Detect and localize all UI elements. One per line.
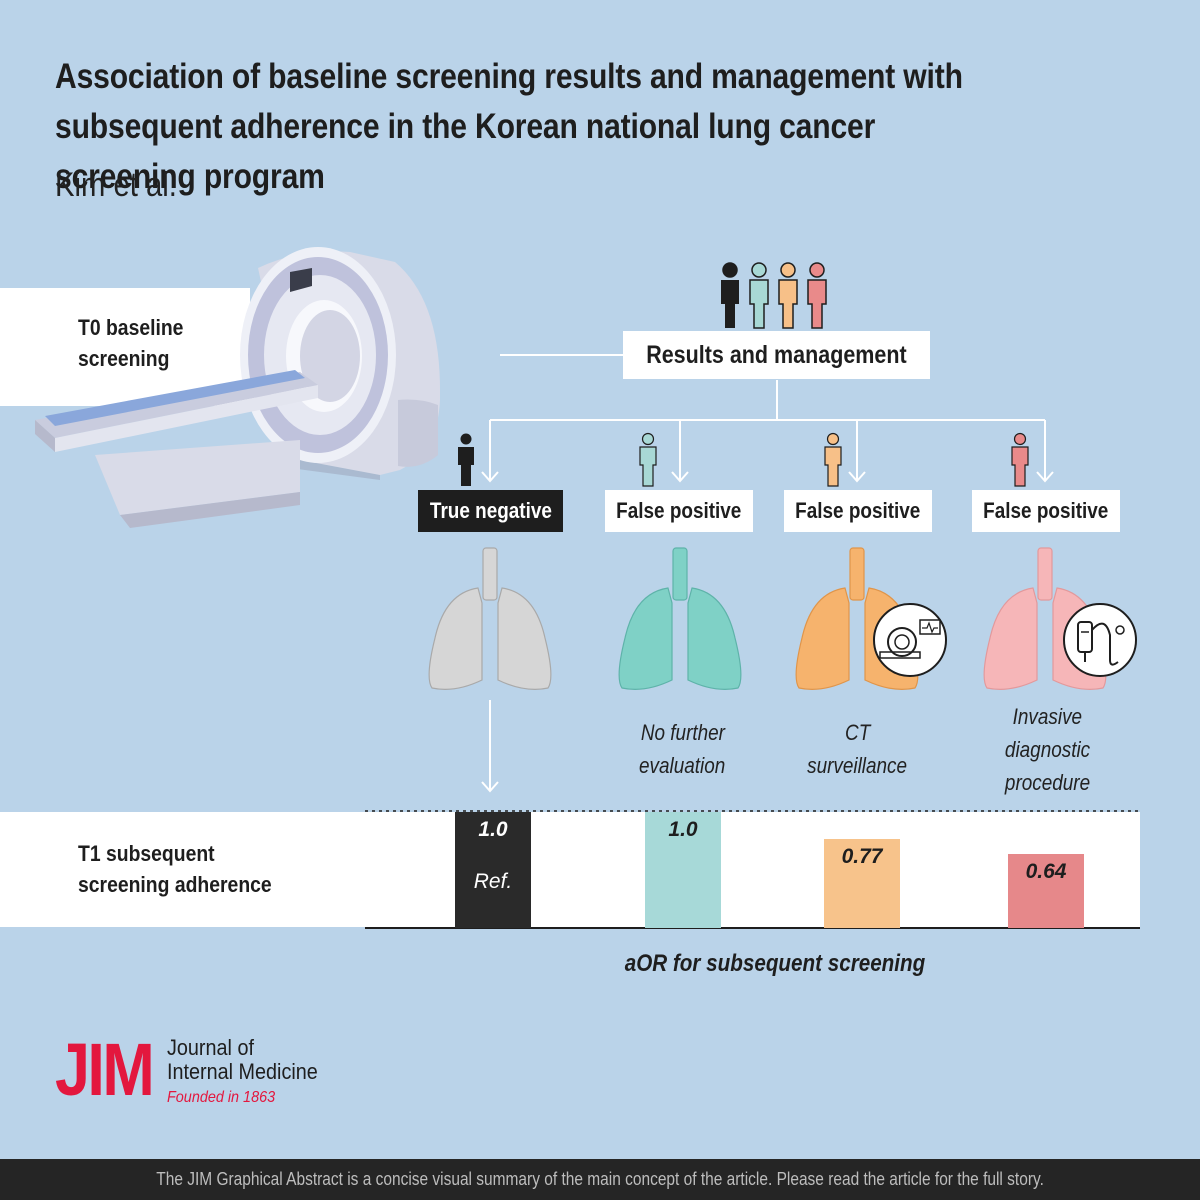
caption-line: No further (640, 720, 725, 745)
caption-line: CT (844, 720, 871, 745)
results-box: Results and management (623, 331, 930, 379)
aor-value-label: 0.64 (1025, 860, 1067, 883)
group-label: False positive (795, 498, 921, 523)
reference-note: Ref. (473, 870, 513, 893)
baseline-label-line-2: screening (78, 346, 170, 371)
group-label: True negative (429, 498, 552, 523)
group-box-no-further-evaluation: False positive (605, 490, 753, 532)
people-group-icon (721, 262, 827, 329)
journal-name: Journal of Internal Medicine (167, 1036, 318, 1084)
caption-no-further-evaluation: No further evaluation (600, 716, 765, 782)
authors: Kim et al. (55, 166, 177, 204)
aor-bar: 0.64 (1008, 854, 1084, 928)
caption-line: evaluation (639, 753, 726, 778)
person-icon-no-further-evaluation (639, 432, 657, 487)
group-box-invasive-procedure: False positive (972, 490, 1120, 532)
adherence-label: T1 subsequent screening adherence (78, 838, 272, 900)
adherence-band (0, 812, 1140, 927)
journal-name-line-2: Internal Medicine (167, 1059, 318, 1084)
group-box-true-negative: True negative (418, 490, 563, 532)
founded-note: Founded in 1863 (167, 1089, 276, 1106)
caption-ct-surveillance: CT surveillance (775, 716, 940, 782)
baseline-label: T0 baseline screening (78, 312, 183, 374)
footer: The JIM Graphical Abstract is a concise … (0, 1159, 1200, 1200)
caption-line: surveillance (807, 753, 908, 778)
group-label: False positive (616, 498, 742, 523)
group-label: False positive (983, 498, 1109, 523)
caption-line: procedure (1004, 770, 1091, 795)
results-label: Results and management (646, 340, 907, 369)
caption-line: diagnostic (1004, 737, 1091, 762)
journal-name-line-1: Journal of (167, 1035, 254, 1060)
aor-value-label: 1.0 (478, 818, 508, 841)
person-icon-ct-surveillance (824, 432, 842, 487)
group-box-ct-surveillance: False positive (784, 490, 932, 532)
x-axis-label: aOR for subsequent screening (624, 950, 926, 977)
aor-bar: 0.77 (824, 839, 900, 928)
bronchoscope-icon (1063, 603, 1137, 677)
adherence-label-line-1: T1 subsequent (78, 841, 215, 866)
caption-invasive-procedure: Invasive diagnostic procedure (965, 700, 1130, 799)
footer-text: The JIM Graphical Abstract is a concise … (156, 1169, 1044, 1189)
aor-value-label: 1.0 (668, 818, 698, 841)
person-icon-true-negative (458, 433, 474, 486)
ct-scanner-icon (873, 603, 947, 677)
aor-bar: 1.0 (645, 812, 721, 928)
person-icon-invasive-procedure (1011, 432, 1029, 487)
page-title: Association of baseline screening result… (55, 57, 963, 196)
baseline-label-line-1: T0 baseline (78, 315, 184, 340)
jim-logo-mark: JIM (55, 1028, 155, 1111)
adherence-label-line-2: screening adherence (78, 872, 272, 897)
caption-line: Invasive (1012, 704, 1083, 729)
aor-value-label: 0.77 (841, 845, 883, 868)
